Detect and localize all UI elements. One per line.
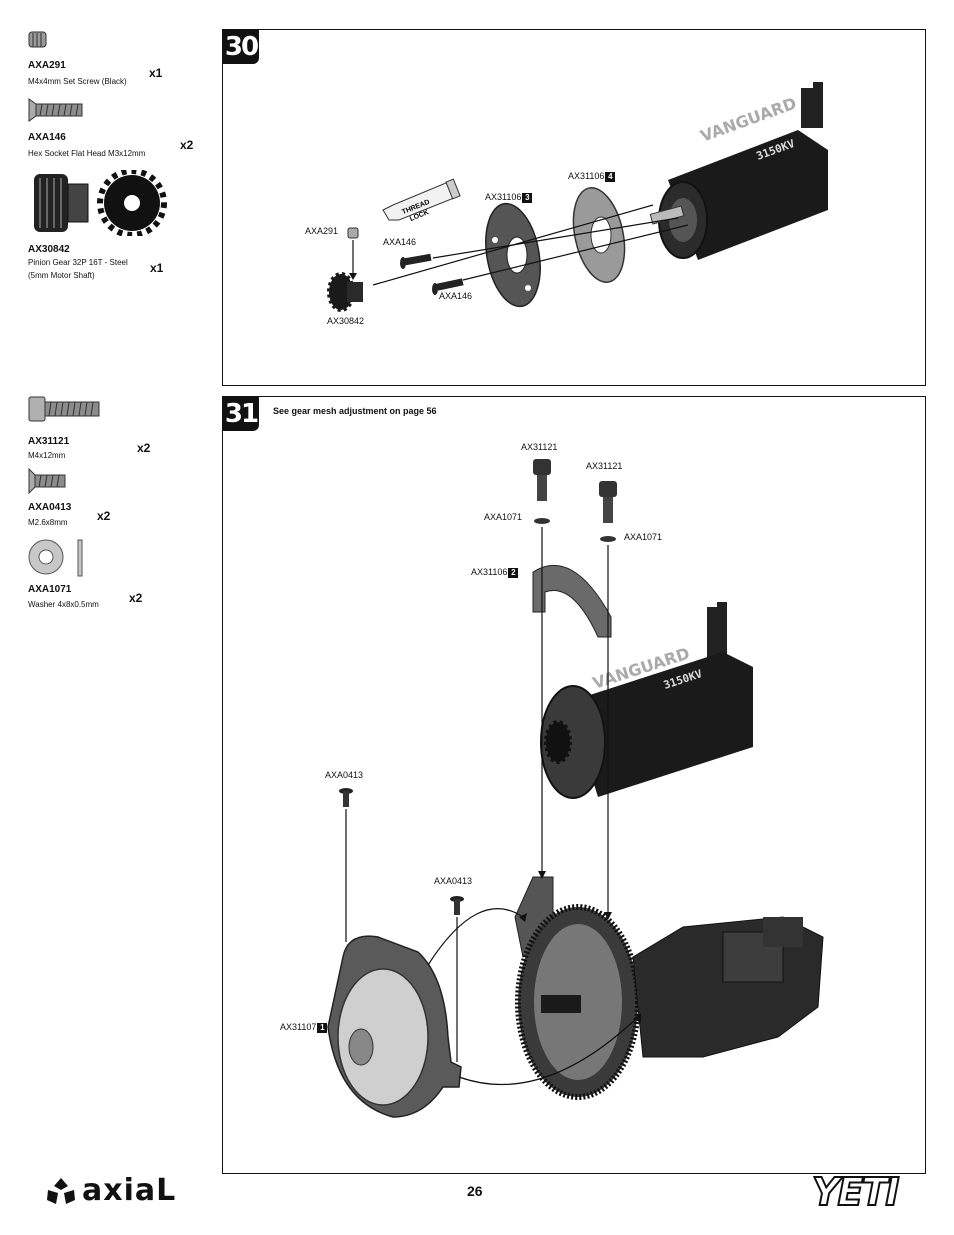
part-quantity: x1 (150, 261, 164, 275)
cap-screw-icon (28, 396, 100, 422)
step-number: 31 (223, 397, 259, 431)
callout-ax31121: AX31121 (586, 461, 623, 471)
flat-head-screw-icon (28, 98, 83, 122)
part-code: AXA146 (28, 132, 66, 143)
gear-cover-part (327, 935, 462, 1118)
part-code: AXA0413 (28, 502, 72, 513)
step-30-panel: 30 VANGUARD 3150KV THREAD (222, 29, 926, 386)
callout-axa0413: AXA0413 (434, 876, 473, 886)
assembly-guide-lines (345, 527, 639, 1086)
part-code: AX31121 (28, 436, 70, 447)
step-number: 30 (223, 30, 259, 64)
brand-logo-text: axiaL (82, 1173, 177, 1208)
callout-axa0413: AXA0413 (325, 770, 364, 780)
part-quantity: x1 (149, 66, 163, 80)
gear-mesh-note: See gear mesh adjustment on page 56 (273, 406, 437, 416)
set-screw-icon (28, 31, 47, 48)
step-31-panel: 31 See gear mesh adjustment on page 56 V… (222, 396, 926, 1174)
callout-ax30842: AX30842 (327, 316, 365, 326)
washer-icon (28, 539, 83, 577)
axial-logo-icon (47, 1178, 75, 1204)
part-description: M4x12mm (28, 451, 66, 460)
part-quantity: x2 (97, 509, 111, 523)
motor-mount-plate-4 (572, 187, 626, 283)
flat-head-screw-part (432, 278, 464, 295)
washer-part (534, 518, 550, 524)
transmission-assembly (514, 876, 824, 1100)
cap-screw-part (599, 481, 617, 523)
part-quantity: x2 (137, 441, 151, 455)
part-quantity: x2 (129, 591, 143, 605)
brushless-motor: VANGUARD 3150KV (649, 82, 828, 260)
callout-axa1071: AXA1071 (484, 512, 523, 522)
part-description: Pinion Gear 32P 16T - Steel (28, 258, 128, 267)
callout-axa291: AXA291 (305, 226, 339, 236)
callout-axa1071: AXA1071 (624, 532, 663, 542)
page-number: 26 (467, 1183, 483, 1199)
motor-mount-plate-3 (485, 202, 541, 308)
part-code: AX30842 (28, 244, 70, 255)
part-description: Washer 4x8x0.5mm (28, 600, 99, 609)
small-flat-screw-part (450, 896, 464, 915)
step-30-diagram: VANGUARD 3150KV THREAD LOCK (327, 82, 828, 312)
small-flat-screw-part (339, 788, 353, 807)
part-description: M4x4mm Set Screw (Black) (28, 77, 127, 86)
cap-screw-part (533, 459, 551, 501)
washer-part (600, 536, 616, 542)
assembly-guide-lines (352, 204, 689, 286)
set-screw-part (347, 227, 359, 239)
pinion-gear-icon (34, 170, 167, 236)
callout-axa146: AXA146 (439, 291, 473, 301)
brushless-motor: VANGUARD 3150KV (540, 602, 753, 799)
part-description: Hex Socket Flat Head M3x12mm (28, 149, 146, 158)
motor-clamp-part (532, 564, 612, 638)
yeti-logo-text: YETI (811, 1169, 901, 1215)
part-description: M2.6x8mm (28, 518, 68, 527)
flat-head-screw-part (400, 253, 432, 269)
part-description: (5mm Motor Shaft) (28, 271, 95, 280)
part-code: AXA1071 (28, 584, 72, 595)
step-31-diagram: VANGUARD 3150KV (327, 459, 824, 1118)
small-flat-screw-icon (28, 468, 66, 494)
thread-lock-tube: THREAD LOCK (382, 178, 461, 223)
part-quantity: x2 (180, 138, 194, 152)
pinion-gear-part (327, 272, 363, 312)
callout-ax31121: AX31121 (521, 442, 558, 452)
callout-axa146: AXA146 (383, 237, 417, 247)
part-code: AXA291 (28, 60, 66, 71)
